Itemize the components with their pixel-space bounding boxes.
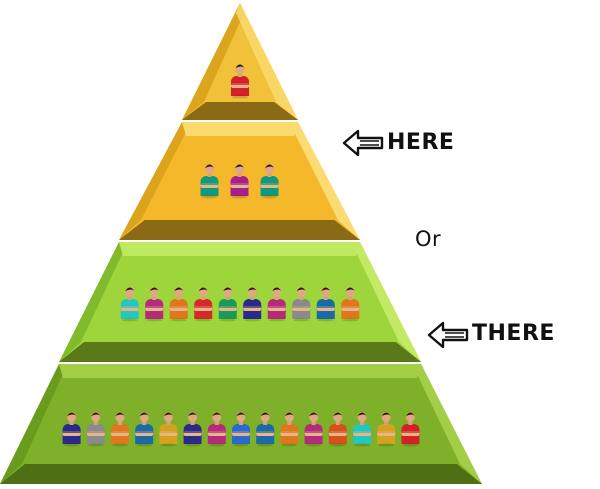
person-figure — [341, 287, 360, 322]
person-figure — [207, 412, 226, 447]
person-figure — [292, 287, 311, 322]
person-figure — [194, 287, 213, 322]
tier-ledge — [59, 342, 421, 362]
label-there: THERE — [472, 321, 555, 346]
person-figure — [218, 287, 237, 322]
label-here: HERE — [387, 130, 455, 155]
tier-top — [182, 3, 298, 120]
tier-right-bevel — [236, 3, 298, 120]
tier-ledge — [119, 220, 360, 240]
tier-left-bevel — [59, 242, 123, 362]
arrow-left-icon — [427, 321, 469, 349]
person-figure — [230, 164, 249, 199]
tier-right-bevel — [294, 122, 360, 240]
person-figure — [200, 164, 219, 199]
person-figure — [159, 412, 178, 447]
tier-top-band — [59, 364, 421, 378]
person-figure — [401, 412, 420, 447]
tier-right-bevel — [356, 242, 421, 362]
person-figure — [86, 412, 105, 447]
tier-ledge — [0, 464, 482, 484]
tier-top-band — [119, 242, 360, 256]
person-figure — [120, 287, 139, 322]
arrow-left-icon — [342, 129, 384, 157]
person-figure — [145, 287, 164, 322]
person-figure — [260, 164, 279, 199]
label-or: Or — [415, 227, 442, 251]
person-figure — [377, 412, 396, 447]
person-figure — [353, 412, 371, 447]
tier-ledge — [182, 102, 298, 120]
tier-left-bevel — [182, 3, 244, 120]
person-figure — [304, 412, 323, 447]
person-figure — [243, 287, 262, 322]
person-figure — [183, 412, 202, 447]
tier-right-bevel — [417, 364, 482, 484]
person-figure — [231, 64, 249, 99]
person-figure — [280, 412, 299, 447]
tier-middle — [59, 242, 421, 362]
tier-left-bevel — [0, 364, 63, 484]
person-figure — [256, 412, 275, 447]
person-figure — [328, 412, 347, 447]
tier-top-band — [182, 122, 298, 136]
person-figure — [232, 412, 250, 447]
person-figure — [111, 412, 129, 447]
person-figure — [316, 287, 335, 322]
person-figure — [62, 412, 81, 447]
person-figure — [169, 287, 188, 322]
person-figure — [135, 412, 154, 447]
person-figure — [267, 287, 286, 322]
tier-left-bevel — [119, 122, 186, 240]
